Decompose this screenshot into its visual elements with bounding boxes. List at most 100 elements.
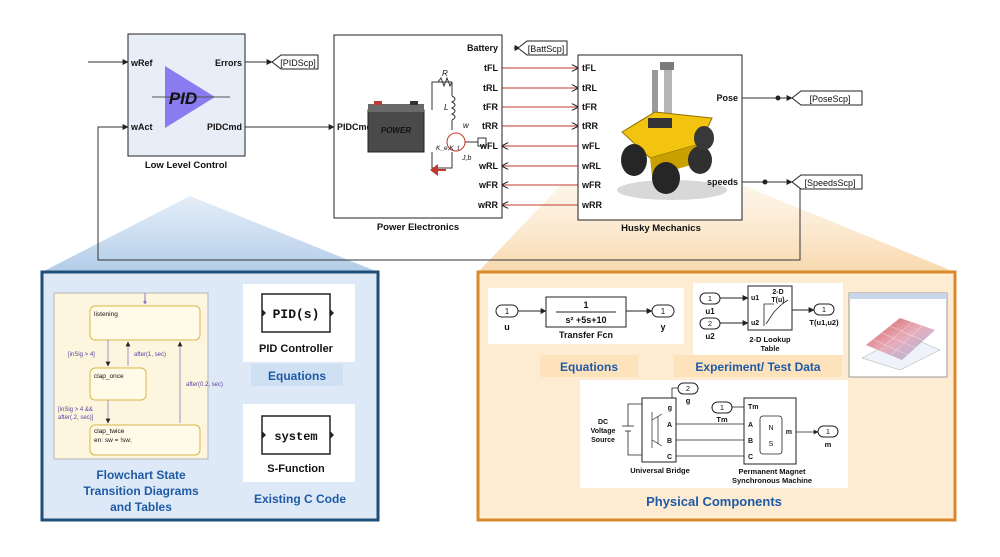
caption-equations-left: Equations bbox=[268, 369, 326, 383]
port-pose: Pose bbox=[716, 93, 738, 103]
left-panel: listening clap_once clap_twice en: sw = … bbox=[40, 270, 380, 522]
pid-controller-block[interactable]: PID(s) bbox=[261, 293, 334, 333]
hm-port-wrl: wRL bbox=[581, 161, 602, 171]
stateflow-chart[interactable]: listening clap_once clap_twice en: sw = … bbox=[53, 292, 223, 460]
dc-voltage-source[interactable] bbox=[622, 403, 642, 456]
caption-experiment-data: Experiment/ Test Data bbox=[695, 360, 820, 374]
svg-text:after(1, sec): after(1, sec) bbox=[134, 352, 166, 358]
port-errors: Errors bbox=[215, 58, 242, 68]
svg-text:1: 1 bbox=[822, 305, 826, 314]
pid-controller-label: PID Controller bbox=[259, 343, 334, 355]
lookup-in2[interactable]: 2 bbox=[699, 317, 721, 330]
pmsm-label2: Synchronous Machine bbox=[732, 476, 812, 485]
port-wact: wAct bbox=[130, 122, 153, 132]
pe-port-wfl: wFL bbox=[479, 141, 498, 151]
low-level-control-block[interactable]: PID wRef wAct Errors PIDCmd bbox=[127, 33, 246, 157]
svg-text:R: R bbox=[442, 69, 448, 78]
goto-posescp: [PoseScp] bbox=[791, 90, 863, 106]
svg-text:[BattScp]: [BattScp] bbox=[528, 44, 565, 54]
svg-text:2-D: 2-D bbox=[772, 289, 783, 296]
svg-text:s² +5s+10: s² +5s+10 bbox=[565, 315, 606, 325]
svg-text:[inSig > 4 &&: [inSig > 4 && bbox=[58, 407, 93, 413]
pe-port-tfr: tFR bbox=[483, 102, 498, 112]
pe-port-trl: tRL bbox=[483, 83, 498, 93]
svg-text:DC: DC bbox=[598, 419, 608, 426]
m-outport[interactable]: 1 bbox=[817, 425, 839, 438]
svg-text:K_e,K_t: K_e,K_t bbox=[436, 145, 460, 152]
pmsm-label1: Permanent Magnet bbox=[738, 467, 806, 476]
state-listening[interactable] bbox=[89, 305, 201, 341]
svg-text:1: 1 bbox=[826, 427, 830, 436]
svg-text:Tm: Tm bbox=[748, 404, 759, 411]
port-pidcmd-out: PIDCmd bbox=[207, 122, 242, 132]
right-panel: 1 u 1 s² +5s+10 Transfer Fcn 1 y 1 u1 2 … bbox=[476, 270, 957, 522]
pmsm-block[interactable]: Tm m A B C N S bbox=[743, 397, 797, 465]
battery-icon: POWER bbox=[367, 101, 425, 153]
svg-text:1: 1 bbox=[505, 307, 510, 316]
svg-text:u2: u2 bbox=[751, 320, 759, 327]
svg-text:u2: u2 bbox=[705, 332, 715, 341]
tf-inport[interactable]: 1 bbox=[495, 304, 519, 318]
lookup-out[interactable]: 1 bbox=[813, 303, 835, 316]
svg-text:C: C bbox=[748, 454, 753, 461]
svg-text:clap_twice: clap_twice bbox=[94, 428, 125, 435]
tf-outport[interactable]: 1 bbox=[651, 304, 675, 318]
port-pidcmd-in: PIDCmd bbox=[337, 122, 372, 132]
goto-speedsscp: [SpeedsScp] bbox=[791, 174, 863, 190]
state-clap-twice[interactable] bbox=[89, 424, 201, 456]
s-function-block[interactable]: system bbox=[261, 415, 334, 455]
speeds-junction bbox=[762, 179, 768, 185]
surface-plot-thumbnail bbox=[848, 292, 948, 378]
hm-port-trl: tRL bbox=[582, 83, 597, 93]
husky-robot-icon bbox=[617, 62, 727, 200]
svg-text:S: S bbox=[769, 441, 774, 448]
svg-text:T(u): T(u) bbox=[771, 297, 784, 304]
hm-port-tfl: tFL bbox=[582, 63, 596, 73]
svg-text:system: system bbox=[274, 430, 317, 444]
motor-circuit-icon bbox=[431, 76, 487, 169]
svg-text:m: m bbox=[825, 440, 832, 449]
caption-existing-c-code: Existing C Code bbox=[254, 492, 346, 506]
svg-text:A: A bbox=[667, 422, 672, 429]
low-level-control-title: Low Level Control bbox=[145, 160, 227, 171]
svg-text:u1: u1 bbox=[705, 307, 715, 316]
g-inport[interactable]: 2 bbox=[677, 382, 699, 395]
top-wires bbox=[88, 45, 801, 261]
pe-port-trr: tRR bbox=[482, 121, 498, 131]
tm-inport[interactable]: 1 bbox=[711, 401, 733, 414]
hm-port-wrr: wRR bbox=[581, 200, 603, 210]
pe-port-wrl: wRL bbox=[478, 161, 499, 171]
transfer-fcn-block[interactable]: 1 s² +5s+10 bbox=[545, 296, 627, 328]
husky-mechanics-block[interactable]: tFL tRL tFR tRR wFL wRL wFR wRR Pose spe… bbox=[577, 54, 743, 221]
port-battery: Battery bbox=[467, 43, 498, 53]
svg-text:clap_once: clap_once bbox=[94, 373, 124, 380]
lookup-table-block[interactable]: 2-D T(u) u1 u2 bbox=[747, 285, 793, 331]
svg-text:y: y bbox=[660, 322, 665, 332]
svg-text:g: g bbox=[668, 405, 672, 412]
universal-bridge-block[interactable]: g A B C bbox=[641, 397, 677, 463]
goto-pidscp: [PIDScp] bbox=[271, 54, 319, 70]
lookup-in1[interactable]: 1 bbox=[699, 292, 721, 305]
hm-port-wfl: wFL bbox=[581, 141, 600, 151]
power-electronics-title: Power Electronics bbox=[377, 222, 459, 233]
state-clap-once[interactable] bbox=[89, 367, 147, 401]
svg-text:T(u1,u2): T(u1,u2) bbox=[809, 318, 839, 327]
svg-text:Source: Source bbox=[591, 437, 615, 444]
pid-icon-text: PID bbox=[169, 89, 197, 108]
svg-text:[PoseScp]: [PoseScp] bbox=[809, 94, 850, 104]
power-electronics-block[interactable]: PIDCmd POWER R L w K_e,K_t J,b Bat bbox=[333, 34, 503, 219]
svg-text:u1: u1 bbox=[751, 295, 759, 302]
svg-text:Tm: Tm bbox=[716, 415, 728, 424]
goto-battscp: [BattScp] bbox=[517, 40, 568, 56]
svg-text:1: 1 bbox=[583, 300, 588, 310]
pe-port-wrr: wRR bbox=[477, 200, 499, 210]
current-arrow-icon bbox=[430, 164, 438, 176]
svg-text:Voltage: Voltage bbox=[591, 428, 616, 435]
svg-text:1: 1 bbox=[661, 307, 666, 316]
caption-flowchart-line2: Transition Diagrams bbox=[83, 484, 199, 498]
svg-text:B: B bbox=[667, 438, 672, 445]
svg-text:J,b: J,b bbox=[461, 155, 471, 162]
blue-expansion-fan bbox=[42, 196, 378, 272]
svg-text:after(0.2, sec): after(0.2, sec) bbox=[186, 382, 223, 388]
